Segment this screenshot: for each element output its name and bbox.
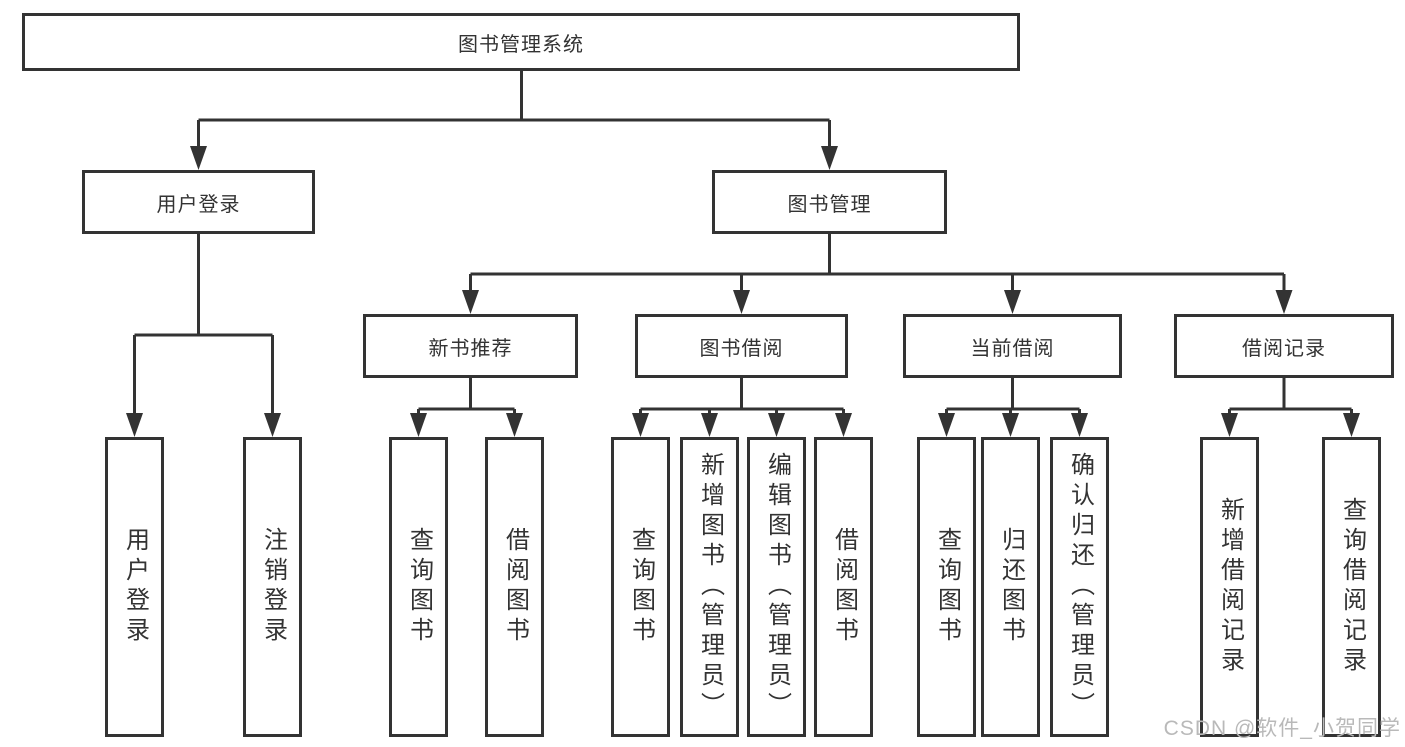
leaf-edit-book-admin: 编辑图书（管理员） [747,437,806,737]
leaf-search-books-borrowing-label: 查询图书 [627,527,655,647]
leaf-return-book: 归还图书 [981,437,1040,737]
node-root-label: 图书管理系统 [458,33,584,56]
leaf-logout-label: 注销登录 [259,527,287,647]
leaf-search-books-current: 查询图书 [917,437,976,737]
leaf-search-books-borrowing: 查询图书 [611,437,670,737]
leaf-search-borrow-record-label: 查询借阅记录 [1338,497,1366,677]
node-user-login-label: 用户登录 [156,193,241,216]
leaf-add-book-admin: 新增图书（管理员） [680,437,739,737]
leaf-search-books-current-label: 查询图书 [933,527,961,647]
leaf-borrow-books-recommend-label: 借阅图书 [501,527,529,647]
leaf-search-borrow-record: 查询借阅记录 [1322,437,1381,737]
leaf-logout: 注销登录 [243,437,302,737]
leaf-borrow-books-borrowing-label: 借阅图书 [830,527,858,647]
node-borrowing-records: 借阅记录 [1174,314,1394,378]
tree-edges [133,71,1353,415]
csdn-watermark: CSDN @软件_小贺同学 [1163,717,1401,740]
leaf-user-login: 用户登录 [105,437,164,737]
leaf-confirm-return-admin: 确认归还（管理员） [1050,437,1109,737]
leaf-search-books-recommend: 查询图书 [389,437,448,737]
node-current-borrowing: 当前借阅 [903,314,1122,378]
node-book-management-label: 图书管理 [787,193,872,216]
leaf-search-books-recommend-label: 查询图书 [405,527,433,647]
leaf-add-borrow-record: 新增借阅记录 [1200,437,1259,737]
node-new-book-recommend-label: 新书推荐 [428,337,513,360]
node-borrowing-records-label: 借阅记录 [1242,337,1326,360]
leaf-user-login-label: 用户登录 [121,527,149,647]
leaf-confirm-return-admin-label: 确认归还（管理员） [1066,452,1094,722]
leaf-borrow-books-borrowing: 借阅图书 [814,437,873,737]
node-root: 图书管理系统 [22,13,1020,71]
node-book-management: 图书管理 [712,170,947,234]
leaf-add-book-admin-label: 新增图书（管理员） [696,452,724,722]
leaf-borrow-books-recommend: 借阅图书 [485,437,544,737]
leaf-add-borrow-record-label: 新增借阅记录 [1216,497,1244,677]
node-user-login: 用户登录 [82,170,315,234]
arrowheads [126,146,1360,437]
node-current-borrowing-label: 当前借阅 [970,337,1055,360]
leaf-edit-book-admin-label: 编辑图书（管理员） [763,452,791,722]
leaf-return-book-label: 归还图书 [997,527,1025,647]
node-new-book-recommend: 新书推荐 [363,314,578,378]
node-book-borrowing: 图书借阅 [635,314,848,378]
node-book-borrowing-label: 图书借阅 [699,337,784,360]
